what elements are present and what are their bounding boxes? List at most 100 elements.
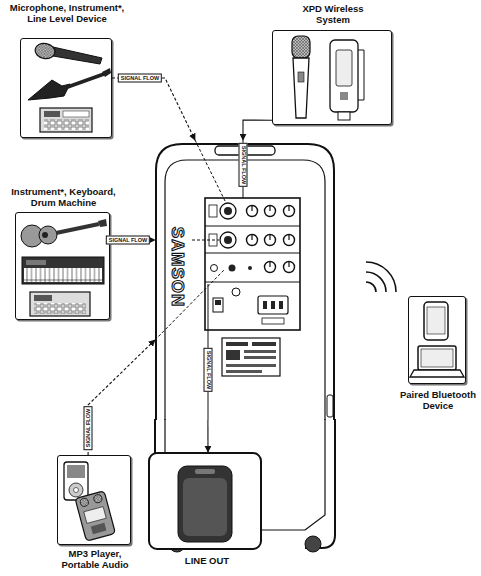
control-panel bbox=[232, 288, 240, 296]
signal-connector bbox=[88, 340, 155, 455]
drum-machine bbox=[44, 119, 89, 130]
wireless-waves bbox=[366, 262, 396, 292]
signal-leader-line bbox=[243, 140, 244, 198]
signal-leader-line bbox=[155, 270, 224, 340]
acoustic-guitar bbox=[56, 224, 99, 233]
handheld-microphone bbox=[53, 47, 102, 64]
portable-recorder bbox=[93, 494, 103, 504]
mp3-player bbox=[74, 488, 79, 493]
electric-guitar bbox=[102, 68, 111, 77]
electric-guitar bbox=[28, 80, 70, 100]
wireless-waves bbox=[366, 282, 376, 292]
spec-label-plate bbox=[226, 350, 240, 360]
keyboard bbox=[26, 260, 46, 265]
wireless-microphone bbox=[293, 58, 309, 118]
wireless-microphone bbox=[292, 36, 310, 118]
control-panel bbox=[224, 207, 232, 215]
control-panel bbox=[284, 206, 295, 217]
wireless-microphone bbox=[292, 36, 310, 58]
keyboard bbox=[22, 257, 104, 284]
signal-leader-line bbox=[192, 240, 219, 241]
smartphone bbox=[424, 302, 448, 340]
portable-recorder bbox=[91, 523, 107, 534]
signal-flow-label: SIGNAL FLOW bbox=[239, 143, 248, 187]
acoustic-guitar bbox=[98, 219, 107, 227]
usb-receiver bbox=[358, 50, 364, 100]
brand-name: SAMSON bbox=[167, 222, 187, 312]
control-panel bbox=[265, 206, 276, 217]
mp3-player bbox=[67, 465, 85, 478]
control-panel bbox=[247, 235, 258, 246]
signal-connector bbox=[110, 239, 155, 240]
speaker-bezel bbox=[165, 160, 325, 420]
signal-flow-label: SIGNAL FLOW bbox=[204, 348, 213, 392]
signal-flow-label: SIGNAL FLOW bbox=[84, 406, 93, 450]
mp3-player bbox=[64, 462, 88, 500]
portable-recorder bbox=[75, 491, 115, 541]
bluetooth-device-box: Paired Bluetooth Device bbox=[408, 296, 466, 384]
spec-label-plate bbox=[222, 338, 280, 376]
spec-label-plate bbox=[226, 342, 248, 346]
speaker-outline-path bbox=[156, 144, 334, 420]
control-panel bbox=[265, 262, 276, 273]
signal-leader-line bbox=[208, 284, 209, 420]
electric-guitar bbox=[62, 74, 104, 89]
speaker-bezel bbox=[215, 146, 275, 155]
control-panel bbox=[248, 266, 252, 270]
portable-recorder bbox=[75, 491, 115, 541]
control-panel bbox=[211, 265, 218, 272]
control-panel bbox=[205, 198, 300, 330]
pa-speaker: SAMSON bbox=[155, 140, 335, 420]
control-panel bbox=[247, 206, 295, 273]
line-out-box: LINE OUT bbox=[148, 452, 262, 550]
laptop bbox=[418, 346, 456, 370]
drum-machine bbox=[44, 111, 60, 117]
drum-machine bbox=[40, 108, 92, 132]
handheld-microphone bbox=[34, 42, 102, 64]
control-panel bbox=[284, 235, 295, 246]
usb-receiver bbox=[338, 112, 350, 120]
control-panel bbox=[252, 206, 289, 267]
acoustic-guitar bbox=[21, 225, 43, 247]
source-device-box: Microphone, Instrument*, Line Level Devi… bbox=[20, 38, 112, 138]
mp3-player bbox=[69, 483, 83, 497]
mp3-player bbox=[64, 462, 88, 500]
spec-label-plate bbox=[226, 370, 262, 373]
control-panel bbox=[258, 296, 288, 314]
control-panel bbox=[229, 265, 236, 272]
speaker-bezel bbox=[327, 395, 333, 417]
usb-receiver bbox=[330, 40, 358, 112]
wireless-waves bbox=[366, 262, 396, 292]
wireless-microphone bbox=[298, 72, 304, 82]
drum-machine bbox=[34, 303, 86, 314]
handheld-microphone bbox=[34, 42, 56, 60]
spec-label-plate bbox=[226, 364, 276, 367]
keyboard bbox=[22, 257, 104, 284]
control-panel bbox=[215, 300, 221, 305]
smartphone bbox=[424, 302, 448, 340]
wireless-system-box: XPD Wireless System bbox=[272, 30, 392, 125]
drum-machine bbox=[30, 292, 90, 316]
usb-receiver bbox=[330, 40, 364, 120]
keyboard bbox=[24, 268, 102, 282]
powered-speaker bbox=[178, 466, 232, 542]
signal-connector bbox=[112, 78, 195, 140]
control-panel bbox=[224, 236, 232, 244]
speaker-legs bbox=[305, 419, 325, 530]
spec-label-plate bbox=[252, 342, 276, 346]
spec-label-plate bbox=[244, 350, 276, 353]
control-panel bbox=[265, 235, 276, 246]
drum-machine bbox=[40, 108, 92, 132]
drum-machine bbox=[30, 292, 90, 316]
spec-label-plate bbox=[244, 356, 276, 359]
powered-speaker bbox=[195, 469, 215, 474]
portable-audio-box: MP3 Player, Portable Audio bbox=[57, 455, 131, 545]
speaker-legs bbox=[305, 419, 335, 548]
control-panel bbox=[209, 205, 217, 217]
device-label: XPD Wireless System bbox=[293, 3, 373, 25]
control-panel bbox=[247, 206, 258, 217]
device-label: Microphone, Instrument*, Line Level Devi… bbox=[5, 2, 129, 24]
device-label: Paired Bluetooth Device bbox=[394, 389, 481, 411]
usb-receiver bbox=[336, 50, 352, 86]
portable-recorder bbox=[84, 507, 106, 524]
